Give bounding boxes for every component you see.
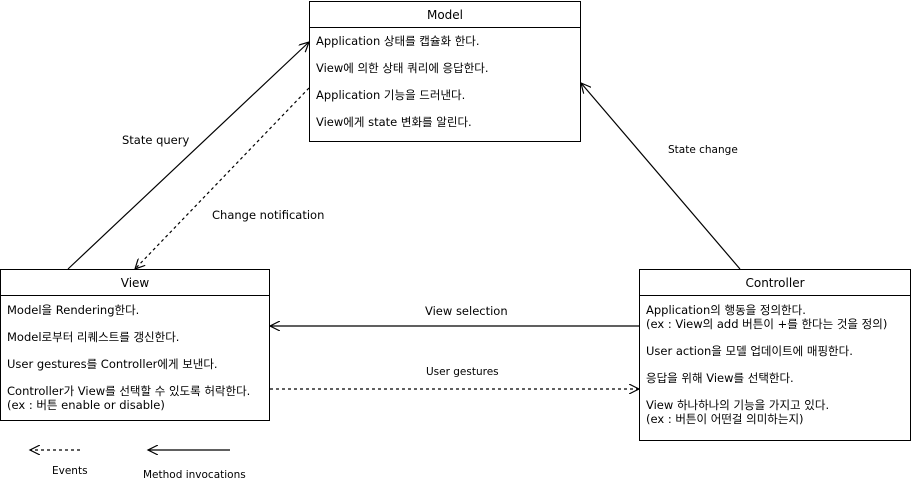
view-title: View <box>1 270 269 296</box>
view-item: Controller가 View를 선택할 수 있도록 허락한다. (ex : … <box>7 384 263 412</box>
controller-item: 응답을 위해 View를 선택한다. <box>646 371 904 385</box>
model-item: View에 의한 상태 쿼리에 응답한다. <box>316 61 574 75</box>
controller-item-text: Application의 행동을 정의한다. <box>646 303 806 317</box>
view-item-text: Model을 Rendering한다. <box>7 303 140 317</box>
controller-body: Application의 행동을 정의한다. (ex : View의 add 버… <box>640 296 910 430</box>
controller-item-text: 응답을 위해 View를 선택한다. <box>646 371 794 385</box>
legend-method-invocations-label: Method invocations <box>143 469 246 481</box>
view-item-text: User gestures를 Controller에게 보낸다. <box>7 357 218 371</box>
model-title: Model <box>310 2 580 28</box>
model-item: Application 기능을 드러낸다. <box>316 88 574 102</box>
view-item: Model로부터 리퀘스트를 갱신한다. <box>7 330 263 344</box>
model-box: Model Application 상태를 캡슐화 한다. View에 의한 상… <box>309 1 581 142</box>
controller-item-text: User action을 모델 업데이트에 매핑한다. <box>646 344 853 358</box>
controller-item-subtext: (ex : View의 add 버튼이 +를 한다는 것을 정의) <box>646 317 888 331</box>
controller-title: Controller <box>640 270 910 296</box>
user-gestures-label: User gestures <box>426 366 499 378</box>
view-item-text: Model로부터 리퀘스트를 갱신한다. <box>7 330 180 344</box>
view-selection-label: View selection <box>425 304 508 318</box>
view-item: User gestures를 Controller에게 보낸다. <box>7 357 263 371</box>
state-change-arrow <box>581 83 741 270</box>
controller-item: Application의 행동을 정의한다. (ex : View의 add 버… <box>646 303 904 331</box>
legend-events-label: Events <box>52 465 88 477</box>
view-item-subtext: (ex : 버튼 enable or disable) <box>7 398 165 412</box>
state-change-label: State change <box>668 144 738 156</box>
controller-item-subtext: (ex : 버튼이 어떤걸 의미하는지) <box>646 412 804 426</box>
change-notification-label: Change notification <box>212 208 325 222</box>
view-item: Model을 Rendering한다. <box>7 303 263 317</box>
model-item-text: View에 의한 상태 쿼리에 응답한다. <box>316 61 489 75</box>
controller-item-text: View 하나하나의 기능을 가지고 있다. <box>646 398 830 412</box>
model-body: Application 상태를 캡슐화 한다. View에 의한 상태 쿼리에 … <box>310 28 580 133</box>
model-item: Application 상태를 캡슐화 한다. <box>316 34 574 48</box>
state-query-label: State query <box>122 133 190 147</box>
change-notification-arrow <box>135 87 310 269</box>
controller-item: User action을 모델 업데이트에 매핑한다. <box>646 344 904 358</box>
controller-item: View 하나하나의 기능을 가지고 있다. (ex : 버튼이 어떤걸 의미하… <box>646 398 904 426</box>
state-query-arrow <box>67 42 309 270</box>
view-item-text: Controller가 View를 선택할 수 있도록 허락한다. <box>7 384 251 398</box>
model-item-text: View에게 state 변화를 알린다. <box>316 115 472 129</box>
model-item-text: Application 상태를 캡슐화 한다. <box>316 34 480 48</box>
model-item: View에게 state 변화를 알린다. <box>316 115 574 129</box>
controller-box: Controller Application의 행동을 정의한다. (ex : … <box>639 269 911 441</box>
view-body: Model을 Rendering한다. Model로부터 리퀘스트를 갱신한다.… <box>1 296 269 416</box>
view-box: View Model을 Rendering한다. Model로부터 리퀘스트를 … <box>0 269 270 421</box>
model-item-text: Application 기능을 드러낸다. <box>316 88 466 102</box>
